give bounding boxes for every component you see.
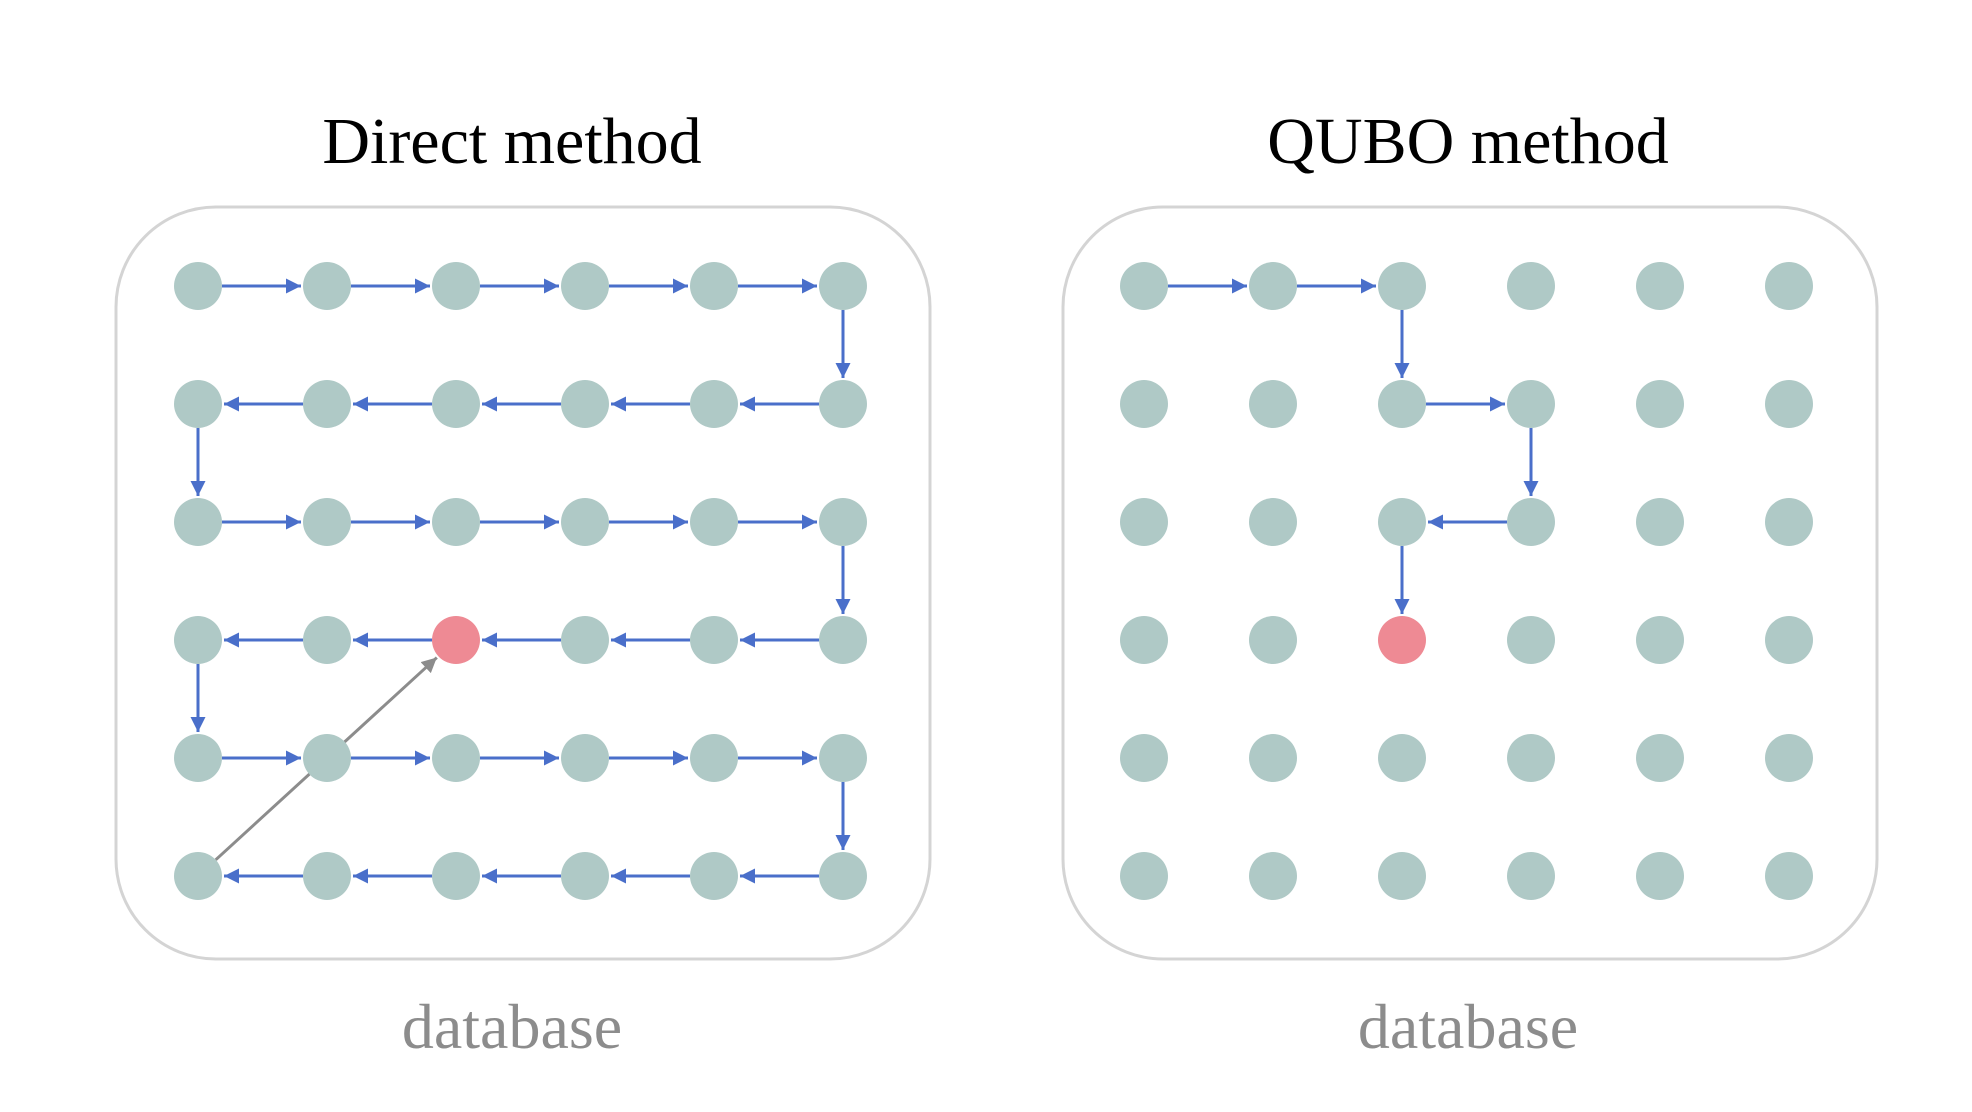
database-node [303, 852, 351, 900]
database-node [1507, 616, 1555, 664]
target-node [1378, 616, 1426, 664]
database-node [1507, 380, 1555, 428]
database-node [561, 616, 609, 664]
database-node [690, 852, 738, 900]
database-node [1765, 262, 1813, 310]
panel-caption-qubo: database [1358, 991, 1578, 1062]
database-node [561, 380, 609, 428]
nodes-direct [174, 262, 867, 900]
database-node [432, 262, 480, 310]
database-node [690, 734, 738, 782]
database-node [690, 262, 738, 310]
database-node [1249, 262, 1297, 310]
database-node [1636, 734, 1684, 782]
database-node [1507, 852, 1555, 900]
database-node [561, 498, 609, 546]
path-edges-qubo [1168, 278, 1539, 614]
database-node [174, 498, 222, 546]
database-node [1636, 616, 1684, 664]
database-node [1636, 498, 1684, 546]
database-node [1378, 380, 1426, 428]
database-node [819, 380, 867, 428]
panel-caption-direct: database [402, 991, 622, 1062]
database-frame-direct [114, 205, 932, 961]
database-node [1765, 734, 1813, 782]
database-node [303, 734, 351, 782]
database-node [303, 616, 351, 664]
panel-direct: Direct method database [114, 105, 932, 1062]
database-node [432, 734, 480, 782]
panel-qubo: QUBO method database [1061, 105, 1879, 1062]
database-node [1120, 852, 1168, 900]
database-node [561, 734, 609, 782]
path-edges-direct [190, 278, 851, 884]
database-node [1636, 262, 1684, 310]
database-node [1507, 734, 1555, 782]
database-node [432, 852, 480, 900]
database-node [1378, 734, 1426, 782]
database-node [1120, 616, 1168, 664]
database-node [174, 852, 222, 900]
database-node [1765, 852, 1813, 900]
database-node [174, 380, 222, 428]
database-node [819, 262, 867, 310]
database-node [432, 380, 480, 428]
panel-title-direct: Direct method [322, 105, 701, 178]
database-node [819, 616, 867, 664]
database-node [1249, 852, 1297, 900]
database-node [1249, 380, 1297, 428]
target-node [432, 616, 480, 664]
database-node [1249, 616, 1297, 664]
database-node [1765, 380, 1813, 428]
database-node [1120, 734, 1168, 782]
database-node [1765, 498, 1813, 546]
database-node [303, 498, 351, 546]
database-node [1507, 262, 1555, 310]
nodes-qubo [1120, 262, 1813, 900]
database-node [819, 852, 867, 900]
database-node [1378, 852, 1426, 900]
database-frame-qubo [1061, 205, 1879, 961]
database-node [1378, 498, 1426, 546]
database-node [432, 498, 480, 546]
panel-title-qubo: QUBO method [1267, 105, 1668, 178]
database-node [1636, 380, 1684, 428]
database-node [1120, 380, 1168, 428]
database-node [1378, 262, 1426, 310]
database-node [561, 262, 609, 310]
database-node [690, 616, 738, 664]
database-node [1636, 852, 1684, 900]
database-node [1120, 262, 1168, 310]
database-node [1249, 734, 1297, 782]
database-node [1120, 498, 1168, 546]
database-node [174, 262, 222, 310]
database-node [303, 380, 351, 428]
database-node [1507, 498, 1555, 546]
database-node [1765, 616, 1813, 664]
database-node [561, 852, 609, 900]
database-node [174, 616, 222, 664]
database-node [690, 380, 738, 428]
database-node [1249, 498, 1297, 546]
database-node [690, 498, 738, 546]
database-node [819, 734, 867, 782]
database-node [174, 734, 222, 782]
database-node [819, 498, 867, 546]
database-node [303, 262, 351, 310]
